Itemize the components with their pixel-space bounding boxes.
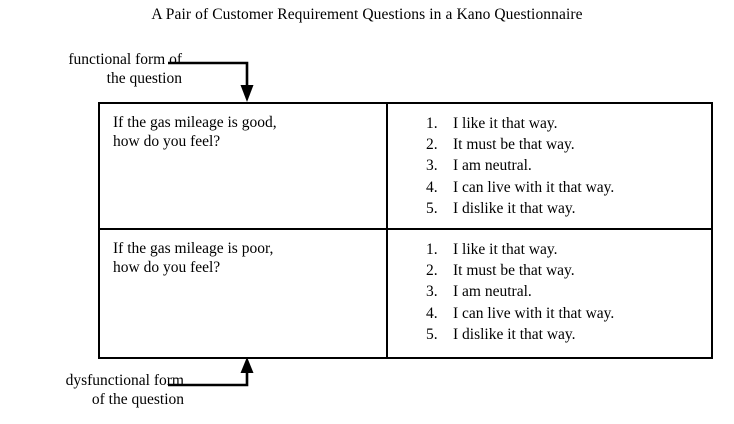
answer-number: 4.	[426, 304, 438, 322]
list-item[interactable]: 1. I like it that way.	[426, 239, 711, 260]
dysfunctional-form-label-line1: dysfunctional form	[65, 372, 184, 389]
functional-answer-list: 1. I like it that way. 2. It must be tha…	[426, 113, 711, 219]
list-item[interactable]: 4. I can live with it that way.	[426, 177, 711, 198]
figure-title: A Pair of Customer Requirement Questions…	[151, 6, 583, 23]
dysfunctional-answers-cell: 1. I like it that way. 2. It must be tha…	[388, 230, 711, 357]
answer-number: 4.	[426, 178, 438, 196]
answer-number: 2.	[426, 136, 438, 154]
dysfunctional-question-line2: how do you feel?	[113, 259, 221, 276]
kano-questionnaire-table: If the gas mileage is good, how do you f…	[98, 102, 713, 359]
functional-answers-cell: 1. I like it that way. 2. It must be tha…	[388, 104, 711, 228]
table-row: If the gas mileage is good, how do you f…	[100, 104, 711, 230]
dysfunctional-question-cell: If the gas mileage is poor, how do you f…	[100, 230, 388, 357]
dysfunctional-question-line1: If the gas mileage is poor,	[113, 240, 274, 257]
functional-question-cell: If the gas mileage is good, how do you f…	[100, 104, 388, 228]
table-row: If the gas mileage is poor, how do you f…	[100, 230, 711, 357]
list-item[interactable]: 3. I am neutral.	[426, 281, 711, 302]
arrow-up-icon	[168, 357, 268, 403]
arrow-down-icon	[168, 58, 268, 113]
list-item[interactable]: 4. I can live with it that way.	[426, 303, 711, 324]
functional-question-line1: If the gas mileage is good,	[113, 114, 277, 131]
dysfunctional-form-label: dysfunctional form of the question	[4, 371, 184, 409]
answer-text: I dislike it that way.	[453, 325, 576, 343]
functional-form-label-line1: functional form of	[68, 51, 182, 68]
functional-question-line2: how do you feel?	[113, 133, 221, 150]
list-item[interactable]: 2. It must be that way.	[426, 134, 711, 155]
answer-number: 1.	[426, 115, 438, 132]
list-item[interactable]: 3. I am neutral.	[426, 155, 711, 176]
functional-form-label: functional form of the question	[7, 50, 182, 88]
list-item[interactable]: 5. I dislike it that way.	[426, 324, 711, 345]
list-item[interactable]: 5. I dislike it that way.	[426, 198, 711, 219]
answer-number: 5.	[426, 199, 438, 217]
answer-number: 1.	[426, 241, 438, 258]
dysfunctional-form-label-line2: of the question	[91, 391, 184, 408]
answer-text: I like it that way.	[453, 241, 558, 258]
answer-text: I am neutral.	[453, 283, 532, 301]
dysfunctional-answer-list: 1. I like it that way. 2. It must be tha…	[426, 239, 711, 345]
answer-number: 2.	[426, 262, 438, 280]
answer-text: It must be that way.	[453, 262, 575, 280]
answer-text: I can live with it that way.	[453, 304, 615, 322]
answer-text: I can live with it that way.	[453, 178, 615, 196]
answer-number: 3.	[426, 283, 438, 301]
functional-form-label-line2: the question	[106, 70, 182, 87]
list-item[interactable]: 2. It must be that way.	[426, 260, 711, 281]
answer-text: I dislike it that way.	[453, 199, 576, 217]
answer-number: 3.	[426, 157, 438, 175]
list-item[interactable]: 1. I like it that way.	[426, 113, 711, 134]
answer-text: I like it that way.	[453, 115, 558, 132]
answer-number: 5.	[426, 325, 438, 343]
answer-text: It must be that way.	[453, 136, 575, 154]
answer-text: I am neutral.	[453, 157, 532, 175]
